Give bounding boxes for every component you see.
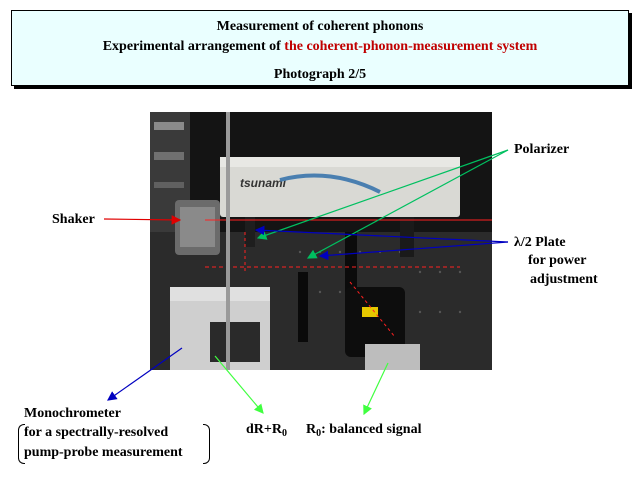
title-line-1: Measurement of coherent phonons bbox=[216, 19, 424, 34]
r0-label-main: R bbox=[306, 422, 317, 437]
r0-label: R0: balanced signal bbox=[306, 422, 421, 442]
title-box: Measurement of coherent phonons Experime… bbox=[11, 10, 629, 86]
half-wave-arrow-1 bbox=[254, 225, 509, 243]
half-wave-arrow-2 bbox=[318, 241, 509, 261]
laser-brand-text: tsunami bbox=[240, 176, 287, 190]
polarizer-arrow-1 bbox=[256, 149, 509, 240]
polarizer-arrow-2 bbox=[306, 149, 509, 259]
monochromator-arrow bbox=[107, 347, 183, 401]
polarizer-label: Polarizer bbox=[514, 142, 570, 157]
monochromator-label-line2: for a spectrally-resolved bbox=[24, 425, 169, 440]
dr-label-main: dR+R bbox=[246, 422, 282, 437]
lab-photo-illustration: tsunami bbox=[150, 112, 492, 370]
title-line-2: Experimental arrangement of the coherent… bbox=[12, 37, 628, 56]
monochromator-bracket-right bbox=[203, 424, 210, 464]
half-wave-plate-label-line2: for power bbox=[528, 253, 587, 268]
lab-photograph: tsunami bbox=[150, 112, 492, 370]
monochromator-label: Monochrometer bbox=[24, 406, 121, 421]
half-wave-plate-label: λ/2 Plate bbox=[514, 235, 566, 250]
title-line-2-prefix: Experimental arrangement of bbox=[102, 39, 285, 54]
r0-label-subscript: 0 bbox=[316, 428, 322, 439]
dr-label-subscript: 0 bbox=[281, 428, 287, 439]
shaker-arrow bbox=[103, 215, 182, 225]
r0-label-rest: : balanced signal bbox=[321, 422, 422, 437]
dr-label: dR+R0 bbox=[246, 422, 287, 442]
title-line-2-highlight: the coherent-phonon-measurement system bbox=[284, 39, 538, 54]
dr-arrow bbox=[214, 355, 264, 414]
r0-arrow bbox=[363, 362, 389, 416]
half-wave-plate-label-line3: adjustment bbox=[530, 272, 598, 287]
photo-counter: Photograph 2/5 bbox=[273, 67, 367, 82]
monochromator-label-line3: pump-probe measurement bbox=[24, 445, 183, 460]
monochromator-bracket-left bbox=[18, 424, 25, 464]
shaker-label: Shaker bbox=[52, 212, 95, 227]
